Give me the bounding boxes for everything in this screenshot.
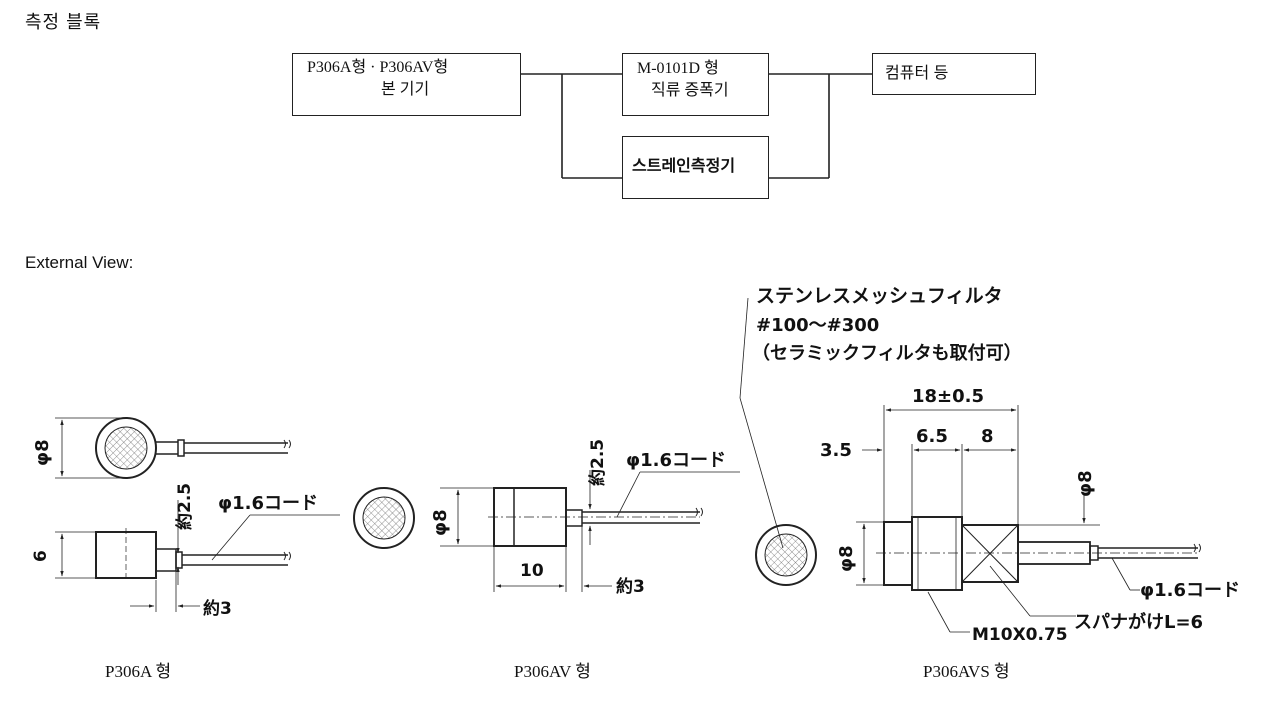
p306a-approx3-label: 約3 xyxy=(203,598,232,619)
avs-dia-right-label: φ8 xyxy=(1075,470,1096,497)
amplifier-line2: 직류 증폭기 xyxy=(651,82,729,99)
external-view-title: External View: xyxy=(25,253,134,272)
amplifier-box: M-0101D 형 직류 증폭기 xyxy=(622,53,769,116)
p306av-drawing xyxy=(353,470,740,592)
computer-label: 컴퓨터 등 xyxy=(885,65,949,82)
amplifier-line1: M-0101D 형 xyxy=(637,60,719,77)
p306av-approx3-label: 約3 xyxy=(616,576,645,597)
avs-total-length-label: 18±0.5 xyxy=(912,386,984,407)
strain-meter-box: 스트레인측정기 xyxy=(622,136,769,199)
p306a-caption: P306A 형 xyxy=(105,662,172,681)
avs-dim-35-label: 3.5 xyxy=(820,440,852,461)
external-view-drawing: φ8 6 約2.5 φ1.6コード 約3 φ8 約2.5 φ1.6コード 10 … xyxy=(31,285,1240,645)
p306av-approx25-label: 約2.5 xyxy=(587,439,608,486)
main-unit-line1: P306A형 · P306AV형 xyxy=(307,59,449,76)
p306a-cord-label: φ1.6コード xyxy=(218,493,318,514)
p306a-approx25-label: 約2.5 xyxy=(174,483,195,530)
p306av-dia-label: φ8 xyxy=(430,509,451,536)
p306av-cord-label: φ1.6コード xyxy=(626,450,726,471)
main-unit-line2: 본 기기 xyxy=(381,81,430,98)
avs-cord-label: φ1.6コード xyxy=(1140,580,1240,601)
avs-filter-line3: （セラミックフィルタも取付可） xyxy=(752,342,1022,364)
p306avs-caption: P306AVS 형 xyxy=(923,662,1010,681)
p306a-dia-label: φ8 xyxy=(32,439,53,466)
main-unit-box: P306A형 · P306AV형 본 기기 xyxy=(292,53,521,116)
p306av-length-label: 10 xyxy=(520,561,544,581)
block-diagram-connectors xyxy=(520,73,872,179)
p306a-height-label: 6 xyxy=(31,550,51,562)
avs-thread-label: M10X0.75 xyxy=(972,625,1068,645)
block-diagram-title: 측정 블록 xyxy=(25,12,102,32)
avs-dim-65-label: 6.5 xyxy=(916,426,948,447)
avs-filter-line1: ステンレスメッシュフィルタ xyxy=(756,285,1003,307)
computer-box: 컴퓨터 등 xyxy=(872,53,1036,95)
p306av-caption: P306AV 형 xyxy=(514,662,591,681)
p306avs-drawing xyxy=(739,297,1201,633)
avs-dim-8-label: 8 xyxy=(981,426,994,447)
avs-filter-line2: #100～#300 xyxy=(756,315,879,336)
p306a-drawing xyxy=(55,417,340,612)
strain-meter-label: 스트레인측정기 xyxy=(632,156,736,175)
avs-spanner-label: スパナがけL=6 xyxy=(1074,611,1203,633)
avs-dia-left-label: φ8 xyxy=(836,545,857,572)
